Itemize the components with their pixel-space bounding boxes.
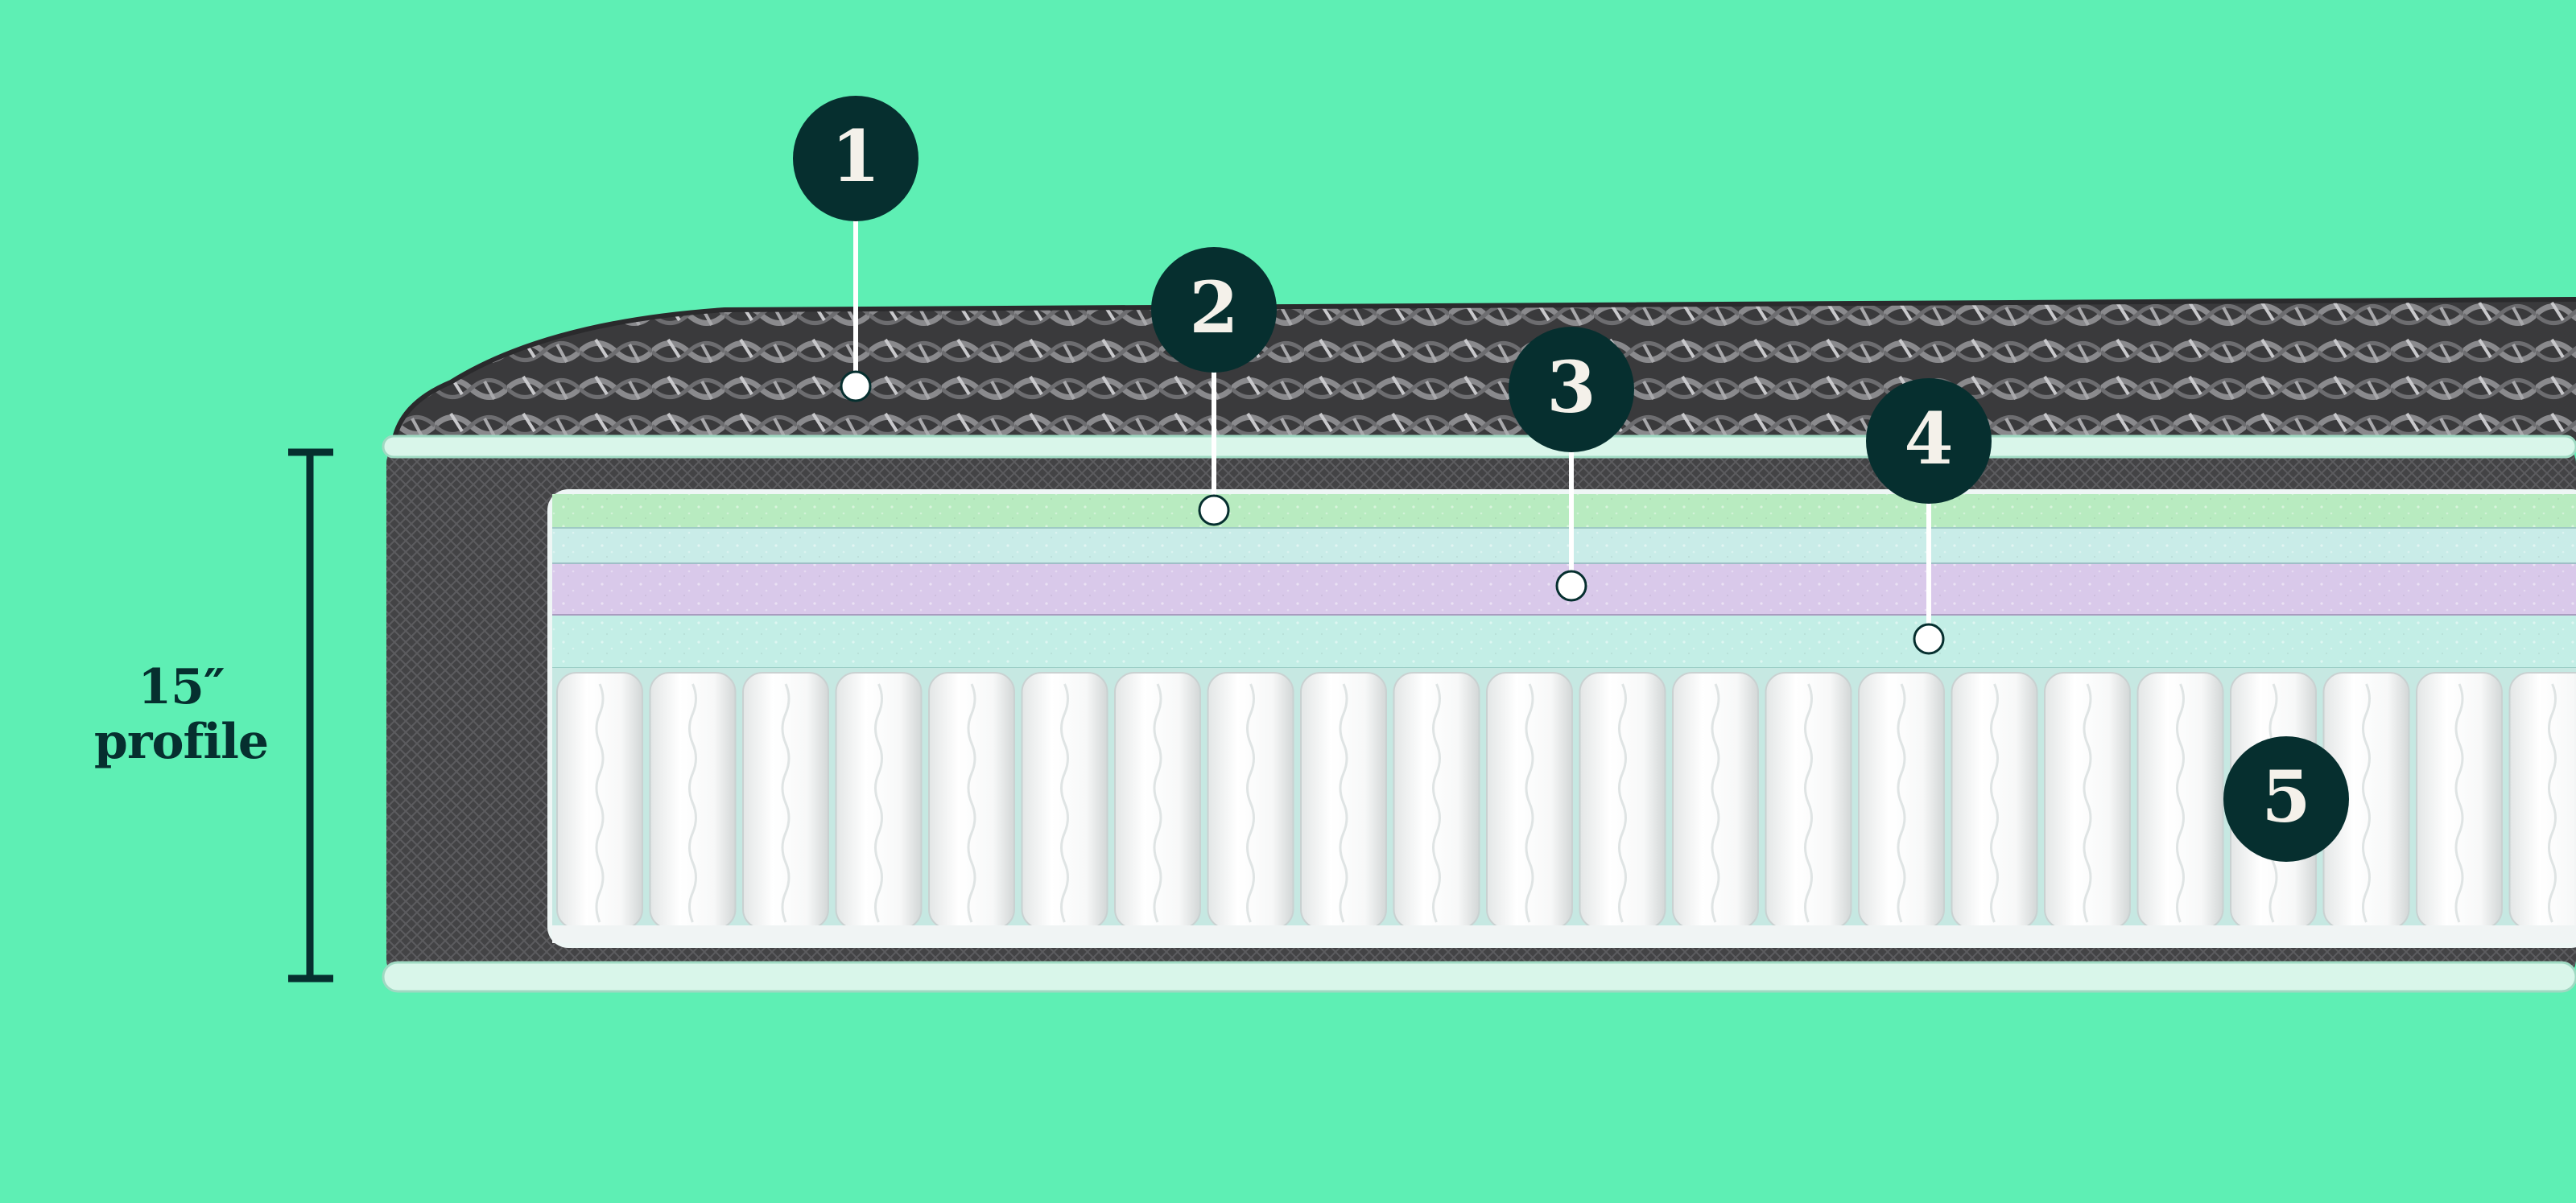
profile-word: profile — [93, 714, 269, 770]
callout-2-number: 2 — [1189, 266, 1238, 349]
coil-seam — [1711, 683, 1720, 923]
callout-1-number: 1 — [831, 114, 880, 198]
height-bracket — [288, 448, 333, 983]
callout-dot-2 — [1198, 494, 1230, 526]
profile-size: 15″ — [138, 659, 225, 715]
coil-seam — [2362, 683, 2371, 923]
callout-1: 1 — [793, 96, 919, 221]
coil-seam — [1990, 683, 1999, 923]
coil-seam — [1432, 683, 1441, 923]
coil-seam — [967, 683, 976, 923]
callout-5: 5 — [2223, 736, 2349, 862]
callout-dot-3 — [1555, 570, 1587, 602]
coil-seam — [1525, 683, 1534, 923]
top-piping — [382, 435, 2576, 459]
coil-seam — [2083, 683, 2092, 923]
coil-seam — [874, 683, 883, 923]
callout-3-number: 3 — [1546, 345, 1596, 429]
callout-4: 4 — [1866, 378, 1992, 504]
coil-seam — [1339, 683, 1348, 923]
coil-seam — [1246, 683, 1255, 923]
callout-4-number: 4 — [1904, 397, 1953, 480]
coil-seam — [2176, 683, 2185, 923]
callout-2: 2 — [1151, 247, 1277, 373]
callout-5-number: 5 — [2261, 755, 2310, 838]
callout-dot-4 — [1913, 623, 1945, 655]
coil-seam — [2548, 683, 2557, 923]
coil-seam — [1897, 683, 1906, 923]
coil-seam — [1060, 683, 1069, 923]
coil-seam — [2454, 683, 2464, 923]
coil-seam — [1153, 683, 1162, 923]
coil-seam — [781, 683, 791, 923]
coil-core — [556, 672, 2576, 929]
coil-seam — [595, 683, 605, 923]
callout-dot-1 — [840, 370, 872, 402]
top-cover — [394, 299, 2576, 451]
coil-seam — [1804, 683, 1813, 923]
coil-pocket — [2508, 672, 2576, 929]
profile-dimension-label: 15″ profile — [68, 660, 294, 769]
callout-3: 3 — [1509, 327, 1634, 452]
coil-seam — [1618, 683, 1627, 923]
coil-seam — [688, 683, 697, 923]
bottom-piping — [382, 961, 2576, 993]
